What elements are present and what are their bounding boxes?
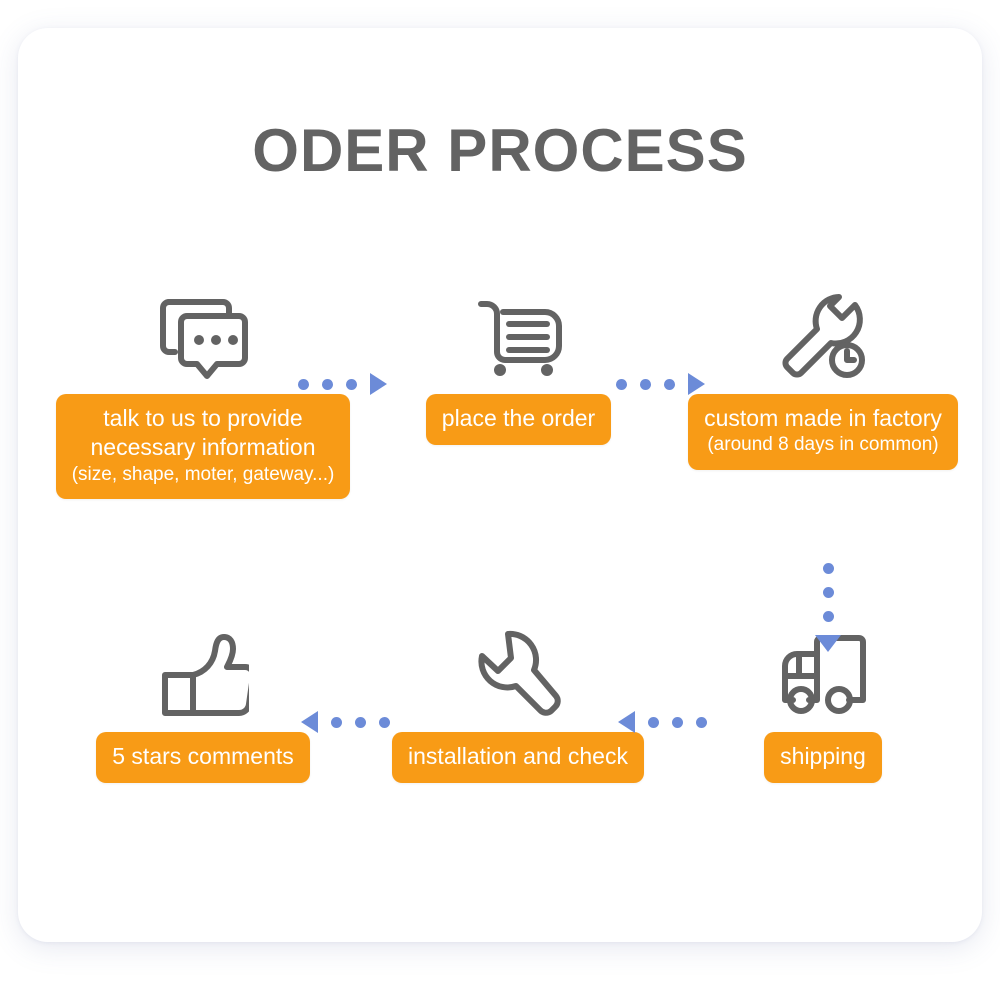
step-label-wrap: talk to us to provide necessary informat…	[55, 394, 351, 500]
step-label-wrap: place the order	[386, 394, 651, 446]
arrow-dot	[379, 716, 390, 728]
content-card: ODER PROCESS	[18, 28, 982, 942]
step-label-line-1: shipping	[780, 743, 866, 769]
step-label-line-3: (size, shape, moter, gateway...)	[71, 463, 335, 485]
step-label-line-1: place the order	[441, 405, 596, 431]
arrow-step5-to-step6	[301, 711, 390, 733]
arrow-head-left-icon	[618, 711, 635, 733]
arrow-head-down-icon	[815, 635, 841, 652]
arrow-step1-to-step2	[298, 373, 387, 395]
arrow-step2-to-step3	[616, 373, 705, 395]
step-custom-made[interactable]: custom made in factory (around 8 days in…	[673, 290, 973, 470]
arrow-dot	[648, 716, 659, 728]
step-five-stars-comments[interactable]: 5 stars comments	[63, 628, 343, 784]
arrow-dot	[822, 563, 834, 574]
chat-bubbles-icon	[58, 290, 348, 382]
step-label-line-1: custom made in factory	[704, 405, 942, 431]
arrow-dot	[822, 611, 834, 622]
arrow-dot	[616, 378, 627, 390]
step-label-line-1: talk to us to provide	[103, 405, 303, 431]
step-label-custom-made: custom made in factory (around 8 days in…	[688, 394, 958, 470]
step-label-shipping: shipping	[764, 732, 882, 784]
step-label-wrap: shipping	[708, 732, 938, 784]
step-shipping[interactable]: shipping	[708, 628, 938, 784]
step-label-wrap: installation and check	[378, 732, 658, 784]
arrow-dot	[672, 716, 683, 728]
step-label-line-1: installation and check	[408, 743, 628, 769]
process-row-bottom: 5 stars comments installation and check	[18, 628, 982, 853]
wrench-clock-icon	[673, 290, 973, 382]
arrow-head-right-icon	[370, 373, 387, 395]
arrow-dot	[298, 378, 309, 390]
thumbs-up-icon	[63, 628, 343, 720]
step-label-line-2: (around 8 days in common)	[707, 434, 939, 456]
step-talk-to-us[interactable]: talk to us to provide necessary informat…	[55, 290, 351, 500]
step-label-line-1: 5 stars comments	[112, 743, 294, 769]
arrow-dot	[696, 716, 707, 728]
step-place-order[interactable]: place the order	[386, 290, 651, 446]
step-label-wrap: custom made in factory (around 8 days in…	[673, 394, 973, 470]
step-label-wrap: 5 stars comments	[63, 732, 343, 784]
step-label-line-2: necessary information	[90, 434, 316, 461]
arrow-dot	[664, 378, 675, 390]
step-label-talk-to-us: talk to us to provide necessary informat…	[55, 394, 351, 500]
arrow-dot	[822, 587, 834, 598]
process-row-top: talk to us to provide necessary informat…	[18, 290, 982, 540]
step-label-installation-and-check: installation and check	[392, 732, 644, 784]
arrow-head-right-icon	[688, 373, 705, 395]
arrow-dot	[355, 716, 366, 728]
arrow-head-left-icon	[301, 711, 318, 733]
arrow-step3-to-step4	[815, 563, 841, 652]
arrow-dot	[331, 716, 342, 728]
step-installation-and-check[interactable]: installation and check	[378, 628, 658, 784]
step-label-five-stars-comments: 5 stars comments	[96, 732, 310, 784]
page-title: ODER PROCESS	[252, 117, 748, 184]
shopping-cart-icon	[386, 290, 651, 382]
wrench-icon	[378, 628, 658, 720]
step-label-place-order: place the order	[425, 394, 612, 446]
arrow-dot	[322, 378, 333, 390]
arrow-dot	[346, 378, 357, 390]
arrow-dot	[640, 378, 651, 390]
arrow-step4-to-step5	[618, 711, 707, 733]
